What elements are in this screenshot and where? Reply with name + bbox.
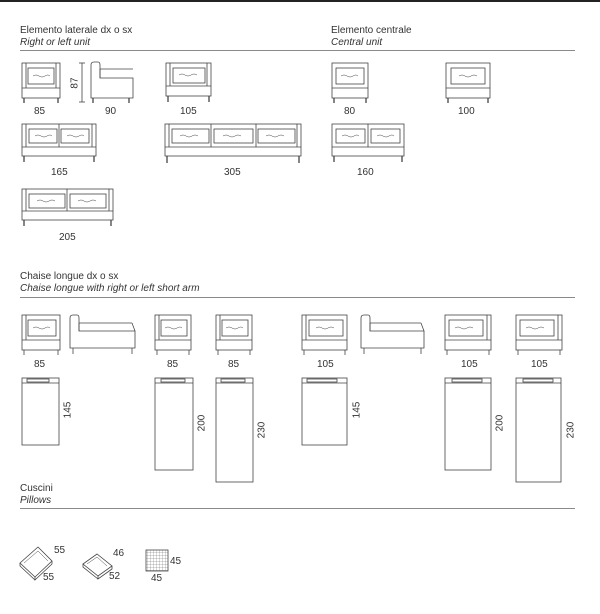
dim-label: 160	[357, 167, 374, 178]
top-border	[0, 0, 600, 2]
chaise-plan-200-a	[154, 377, 194, 471]
dim-label: 200	[196, 414, 208, 432]
pillow-45	[145, 549, 169, 572]
chaise-title: Chaise longue dx o sx	[20, 271, 119, 282]
dim-label: 230	[565, 421, 577, 439]
dim-label: 85	[228, 359, 240, 370]
dim-label: 230	[256, 421, 268, 439]
dim-label: 45	[170, 556, 182, 567]
dim-label: 85	[34, 106, 46, 117]
central-unit-title: Elemento centrale	[331, 25, 412, 36]
dim-label: 45	[151, 573, 163, 584]
section-divider	[20, 297, 575, 298]
chaise-85-front-2	[154, 314, 192, 355]
central-unit-subtitle: Central unit	[331, 37, 383, 48]
chaise-105-front	[301, 314, 348, 355]
dim-label: 105	[531, 359, 548, 370]
dim-label: 90	[105, 106, 117, 117]
pillows-title: Cuscini	[20, 483, 53, 494]
chaise-plan-145-b	[301, 377, 348, 446]
dim-label: 105	[317, 359, 334, 370]
dim-label: 105	[461, 359, 478, 370]
dim-label: 165	[51, 167, 68, 178]
chaise-plan-145-a	[21, 377, 60, 446]
side-unit-305-front	[164, 123, 302, 163]
dim-label: 85	[34, 359, 46, 370]
dim-label: 145	[62, 401, 74, 419]
chaise-105-side	[360, 314, 425, 354]
dim-label: 200	[494, 414, 506, 432]
chaise-105-front-2	[444, 314, 492, 355]
side-unit-205-front	[21, 188, 114, 226]
section-divider	[20, 508, 575, 509]
dim-label: 52	[109, 571, 121, 582]
dim-label: 85	[167, 359, 179, 370]
chaise-plan-230-b	[515, 377, 562, 483]
side-unit-subtitle: Right or left unit	[20, 37, 91, 48]
chaise-105-front-3	[515, 314, 563, 355]
pillow-55	[19, 546, 53, 581]
dim-label: 55	[54, 545, 66, 556]
side-unit-title: Elemento laterale dx o sx	[20, 25, 133, 36]
side-unit-165-front	[21, 123, 97, 162]
dim-label: 305	[224, 167, 241, 178]
side-unit-105-front	[165, 62, 212, 102]
chaise-85-front-3	[215, 314, 253, 355]
side-unit-90-side	[79, 61, 134, 103]
dim-label: 145	[351, 401, 363, 419]
chaise-plan-230-a	[215, 377, 254, 483]
chaise-85-front	[21, 314, 61, 355]
dim-label: 46	[113, 548, 125, 559]
dim-label: 87	[69, 77, 81, 89]
chaise-85-side	[69, 314, 136, 354]
dim-label: 55	[43, 572, 55, 583]
side-unit-85-front	[21, 62, 61, 103]
dim-label: 100	[458, 106, 475, 117]
central-unit-160-front	[331, 123, 405, 162]
dim-label: 105	[180, 106, 197, 117]
dim-label: 205	[59, 232, 76, 243]
pillow-46-52	[82, 553, 113, 580]
section-divider	[20, 50, 575, 51]
pillows-subtitle: Pillows	[20, 495, 52, 506]
chaise-subtitle: Chaise longue with right or left short a…	[20, 283, 200, 294]
central-unit-80-front	[331, 62, 369, 103]
dim-label: 80	[344, 106, 356, 117]
central-unit-100-front	[445, 62, 491, 103]
chaise-plan-200-b	[444, 377, 492, 471]
